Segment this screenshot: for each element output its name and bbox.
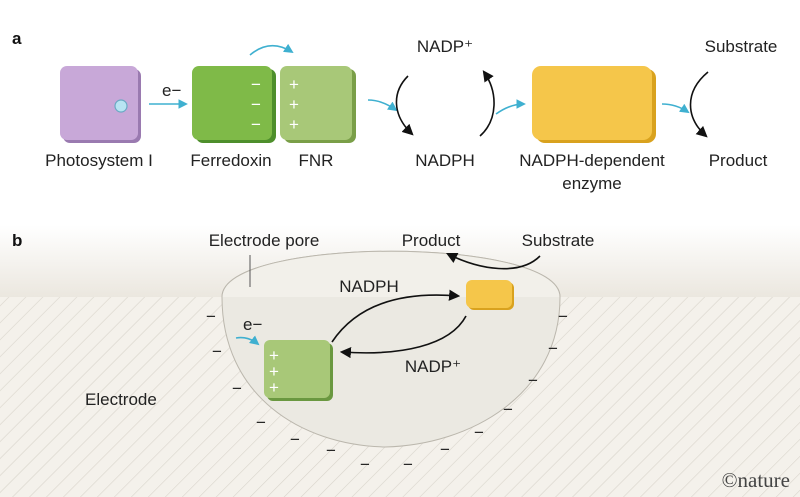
fnr [280, 66, 356, 143]
enzyme-in-pore [466, 280, 514, 310]
product-label-a: Product [709, 151, 768, 170]
electrode-charge: − [440, 440, 450, 459]
fnr-label: FNR [299, 151, 334, 170]
fnr-pore-charge-1: + [269, 346, 279, 365]
substrate-label-b: Substrate [522, 231, 595, 250]
nadph-to-enzyme-arrow [495, 99, 526, 115]
electrode-charge: − [290, 430, 300, 449]
electrode-charge: − [503, 400, 513, 419]
fnr-charge-2: + [289, 95, 299, 114]
ferredoxin-charge-1: − [251, 75, 261, 94]
ferredoxin-charge-3: − [251, 115, 261, 134]
nadph-oxidation-arrow [479, 70, 495, 137]
photosystem-active-site [114, 99, 128, 113]
electron-label-a: e− [162, 81, 181, 100]
nadph-dependent-enzyme [532, 66, 656, 143]
photosystem-label: Photosystem I [45, 151, 153, 170]
electron-label-b: e− [243, 315, 262, 334]
nadph-label-b: NADPH [339, 277, 399, 296]
electron-arrow-b [235, 335, 260, 346]
electrode-charge: − [232, 379, 242, 398]
electrode-label: Electrode [85, 390, 157, 409]
nadp-plus-arrow-b [339, 315, 467, 359]
electrode-charge: − [256, 413, 266, 432]
enzyme-to-substrate-arrow [661, 103, 690, 114]
electrode-charge: − [206, 307, 216, 326]
nature-credit: ©nature [722, 468, 790, 492]
panel-b-label: b [12, 231, 22, 250]
electrode-pore-label: Electrode pore [209, 231, 320, 250]
substrate-to-product-arrow-b [445, 252, 541, 270]
ferredoxin [192, 66, 276, 143]
electron-transfer-arrow [249, 43, 294, 56]
electrode-charge: − [326, 441, 336, 460]
electrode-charge: − [528, 371, 538, 390]
electrode-charge: − [558, 307, 568, 326]
nadph-label-a: NADPH [415, 151, 475, 170]
nadph-arrow-b [331, 289, 461, 343]
nadp-plus-label-b: NADP⁺ [405, 357, 461, 376]
ferredoxin-charge-2: − [251, 95, 261, 114]
panel-a-label: a [12, 29, 22, 48]
fnr-in-pore [264, 340, 333, 401]
enzyme-label-line1: NADPH-dependent [519, 151, 665, 170]
electrode-charge: − [212, 342, 222, 361]
ferredoxin-label: Ferredoxin [190, 151, 271, 170]
enzyme-label-line2: enzyme [562, 174, 622, 193]
fnr-charge-1: + [289, 75, 299, 94]
substrate-to-product-arrow-a [689, 71, 709, 138]
electrode-charges: − − − − − − − − − − − − − − [206, 307, 568, 474]
photosystem-i [60, 66, 141, 143]
substrate-label-a: Substrate [705, 37, 778, 56]
fnr-to-nadph-arrow [367, 99, 398, 112]
product-label-b: Product [402, 231, 461, 250]
fnr-charge-3: + [289, 115, 299, 134]
fnr-pore-charge-3: + [269, 378, 279, 397]
electrode-charge: − [360, 455, 370, 474]
electrode-charge: − [548, 339, 558, 358]
fnr-pore-charge-2: + [269, 362, 279, 381]
nadp-reduction-arrow [395, 75, 414, 136]
electrode-charge: − [474, 423, 484, 442]
electrode-charge: − [403, 455, 413, 474]
nadp-plus-label-a: NADP⁺ [417, 37, 473, 56]
